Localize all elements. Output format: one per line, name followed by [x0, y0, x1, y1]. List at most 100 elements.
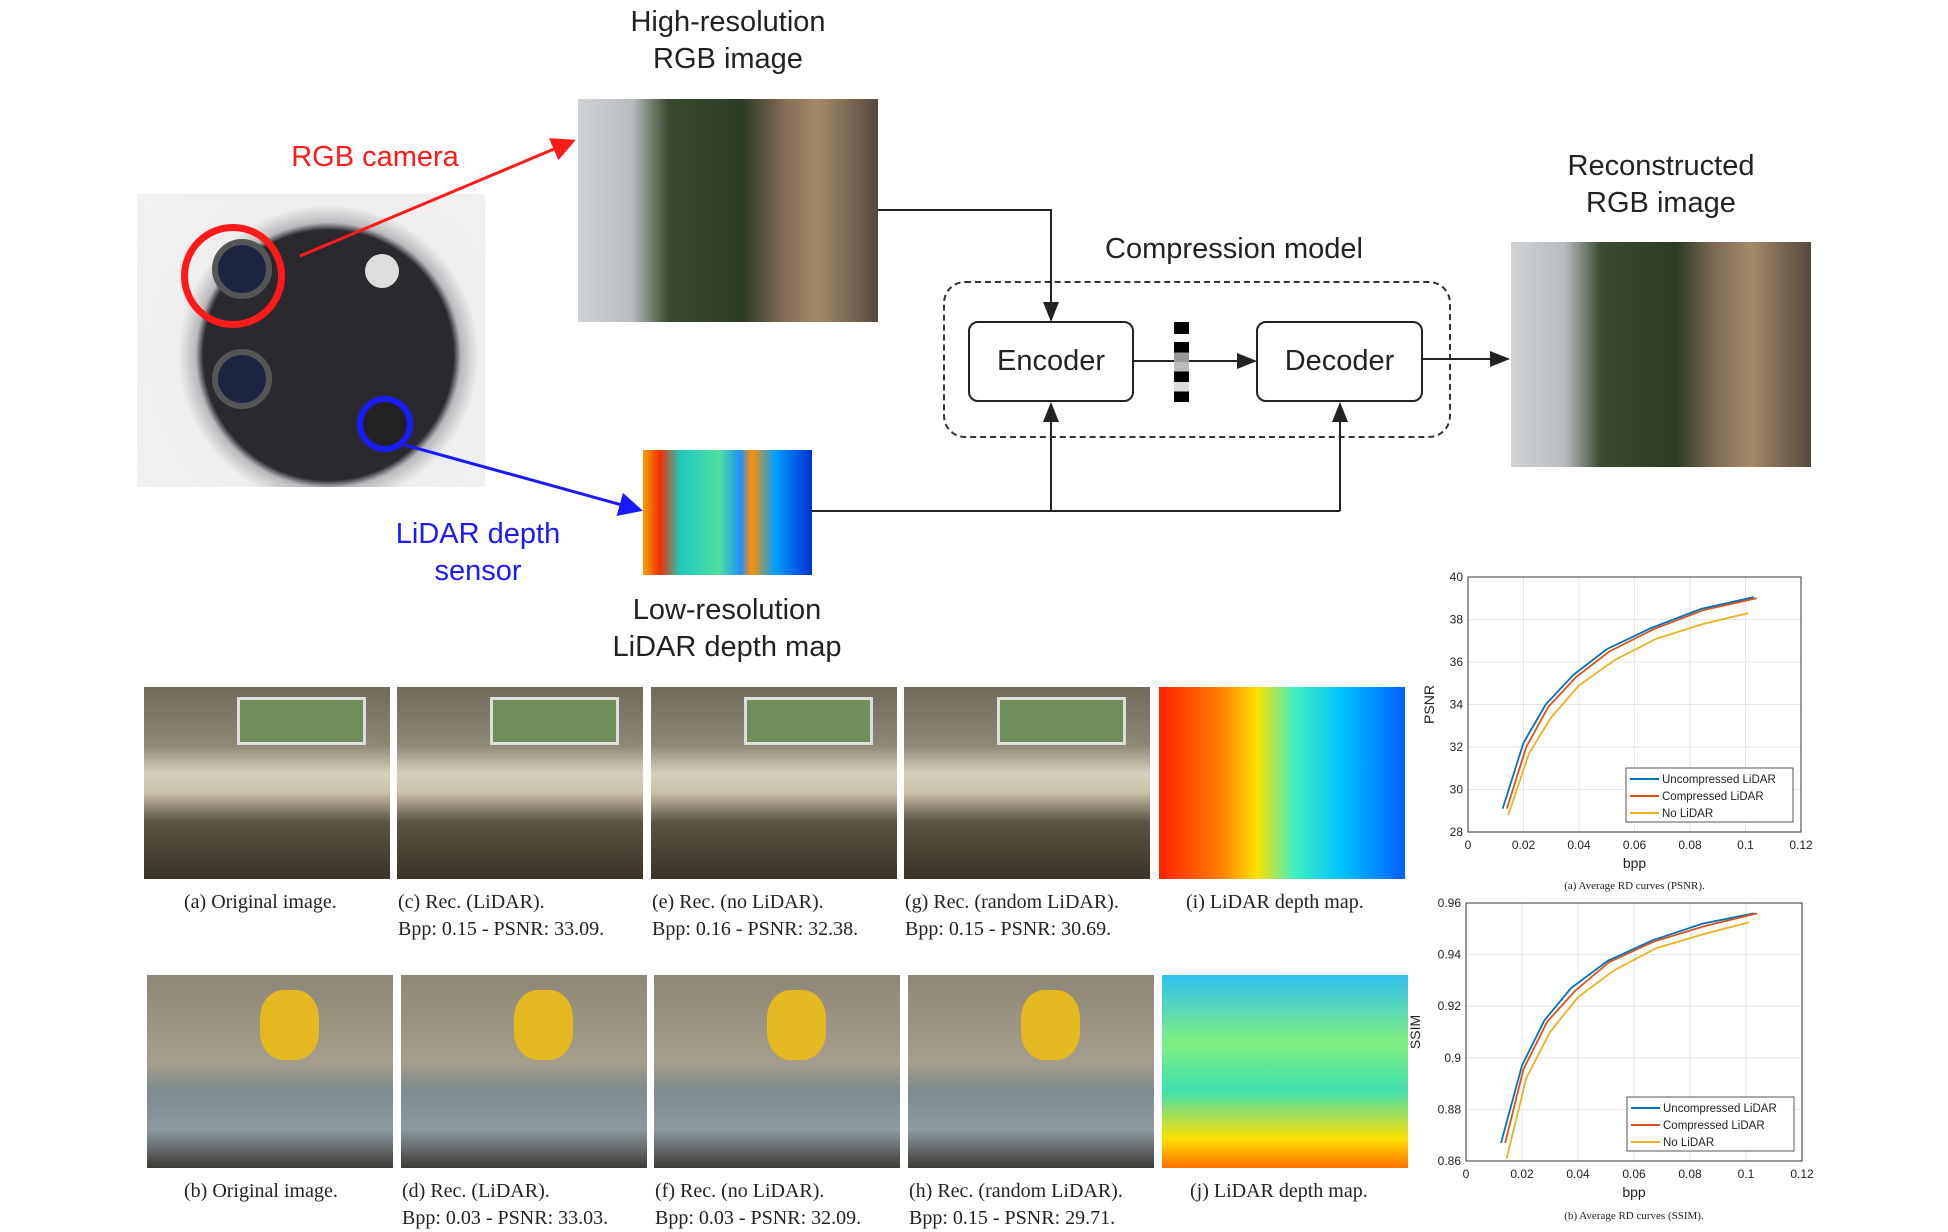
y-tick-label: 32: [1450, 740, 1464, 754]
caption-h: (h) Rec. (random LiDAR). Bpp: 0.15 - PSNR…: [909, 1178, 1123, 1232]
legend-entry: No LiDAR: [1662, 808, 1713, 820]
lidar-depth-map-image: [643, 450, 812, 575]
caption-d: (d) Rec. (LiDAR). Bpp: 0.03 - PSNR: 33.03…: [402, 1178, 608, 1232]
caption-e: (e) Rec. (no LiDAR). Bpp: 0.16 - PSNR: 32…: [652, 889, 858, 943]
depth-map-j: [1162, 975, 1408, 1168]
legend-entry: Uncompressed LiDAR: [1663, 1103, 1777, 1115]
y-tick-label: 40: [1450, 570, 1464, 584]
high-res-rgb-image: [578, 99, 878, 322]
rgb-camera-highlight: [181, 224, 285, 328]
original-image-b: [147, 975, 393, 1168]
series-line-no-lidar: [1507, 612, 1749, 816]
encoder-block: Encoder: [968, 321, 1134, 402]
caption-line: Bpp: 0.15 - PSNR: 30.69.: [905, 918, 1112, 940]
y-tick-label: 34: [1450, 698, 1464, 712]
x-tick-label: 0.08: [1678, 1167, 1702, 1181]
title-line: Reconstructed: [1567, 150, 1755, 182]
title-line: LiDAR depth map: [612, 631, 842, 663]
x-tick-label: 0.06: [1622, 1167, 1646, 1181]
rec-random-lidar-g: [904, 687, 1150, 879]
caption-b: (b) Original image.: [184, 1180, 338, 1202]
caption-c: (c) Rec. (LiDAR).Bpp: 0.15 - PSNR: 33.09…: [398, 889, 604, 943]
caption-line: Bpp: 0.16 - PSNR: 32.38.: [652, 918, 859, 940]
x-tick-label: 0.04: [1566, 1167, 1590, 1181]
lidar-sensor-highlight: [357, 396, 413, 452]
title-line: RGB image: [1586, 187, 1736, 219]
x-tick-label: 0: [1465, 838, 1472, 852]
y-tick-label: 30: [1450, 783, 1464, 797]
wide-lens: [212, 349, 272, 409]
caption-line: (e) Rec. (no LiDAR).: [652, 891, 824, 913]
chart-caption: (b) Average RD curves (SSIM).: [1564, 1210, 1704, 1222]
caption-line: Bpp: 0.15 - PSNR: 29.71.: [909, 1207, 1116, 1229]
compression-model-label: Compression model: [1105, 233, 1363, 265]
chart-caption: (a) Average RD curves (PSNR).: [1564, 880, 1705, 892]
x-tick-label: 0.12: [1789, 838, 1813, 852]
caption-line: (d) Rec. (LiDAR).: [402, 1180, 550, 1202]
title-line: Low-resolution: [632, 594, 822, 626]
y-tick-label: 28: [1450, 825, 1464, 839]
caption-line: Bpp: 0.03 - PSNR: 32.09.: [655, 1207, 862, 1229]
x-axis-label: bpp: [1623, 855, 1647, 871]
lidar-arrow: [404, 443, 643, 516]
series-line-uncompressed-lidar: [1501, 596, 1755, 809]
rec-no-lidar-f: [654, 975, 900, 1168]
camera-module-image: [137, 194, 485, 487]
caption-line: (g) Rec. (random LiDAR).: [905, 891, 1119, 913]
caption-f: (f) Rec. (no LiDAR). Bpp: 0.03 - PSNR: 32…: [655, 1178, 861, 1232]
rec-lidar-c: [397, 687, 643, 879]
y-tick-label: 0.94: [1438, 948, 1462, 962]
rec-lidar-d: [401, 975, 647, 1168]
x-tick-label: 0.1: [1738, 1167, 1755, 1181]
x-tick-label: 0: [1463, 1167, 1470, 1181]
rec-random-lidar-h: [908, 975, 1154, 1168]
series-line-uncompressed-lidar: [1500, 912, 1755, 1144]
label-line: LiDAR depth: [395, 518, 561, 550]
y-tick-label: 0.9: [1444, 1051, 1461, 1065]
y-tick-label: 0.96: [1438, 896, 1462, 910]
series-line-compressed-lidar: [1505, 597, 1757, 809]
rgb-camera-arrow: [299, 138, 576, 258]
title-line: High-resolution: [630, 6, 826, 38]
x-tick-label: 0.1: [1737, 838, 1754, 852]
y-tick-label: 0.92: [1438, 999, 1462, 1013]
flash: [365, 254, 399, 288]
x-tick-label: 0.04: [1567, 838, 1591, 852]
legend-entry: Compressed LiDAR: [1663, 1120, 1765, 1132]
series-line-no-lidar: [1505, 921, 1750, 1159]
series-line-compressed-lidar: [1504, 912, 1758, 1144]
depth-map-i: [1159, 687, 1405, 879]
legend-entry: Uncompressed LiDAR: [1662, 774, 1776, 786]
reconstructed-rgb-image: [1511, 242, 1811, 467]
y-tick-label: 0.86: [1438, 1154, 1462, 1168]
caption-line: Bpp: 0.15 - PSNR: 33.09.: [398, 918, 605, 940]
y-tick-label: 36: [1450, 655, 1464, 669]
caption-j: (j) LiDAR depth map.: [1190, 1180, 1368, 1202]
title-line: RGB image: [653, 43, 803, 75]
diagram-arrows: [299, 138, 1510, 516]
rgb-to-encoder-arrow: [878, 209, 1059, 322]
caption-line: Bpp: 0.03 - PSNR: 33.03.: [402, 1207, 609, 1229]
caption-g: (g) Rec. (random LiDAR). Bpp: 0.15 - PSNR…: [905, 889, 1119, 943]
plot-frame: [1467, 576, 1802, 833]
rec-no-lidar-e: [651, 687, 897, 879]
y-axis-label: PSNR: [1421, 685, 1437, 724]
caption-line: (f) Rec. (no LiDAR).: [655, 1180, 825, 1202]
legend-entry: Compressed LiDAR: [1662, 791, 1764, 803]
caption-i: (i) LiDAR depth map.: [1186, 891, 1364, 913]
caption-a: (a) Original image.: [184, 891, 337, 913]
x-tick-label: 0.02: [1512, 838, 1536, 852]
latent-representation: [1174, 322, 1189, 402]
legend-entry: No LiDAR: [1663, 1137, 1714, 1149]
plot-frame: [1465, 902, 1803, 1162]
decoder-block: Decoder: [1256, 321, 1423, 402]
x-axis-label: bpp: [1622, 1184, 1646, 1200]
y-tick-label: 0.88: [1438, 1102, 1462, 1116]
caption-line: (h) Rec. (random LiDAR).: [909, 1180, 1123, 1202]
x-tick-label: 0.06: [1623, 838, 1647, 852]
